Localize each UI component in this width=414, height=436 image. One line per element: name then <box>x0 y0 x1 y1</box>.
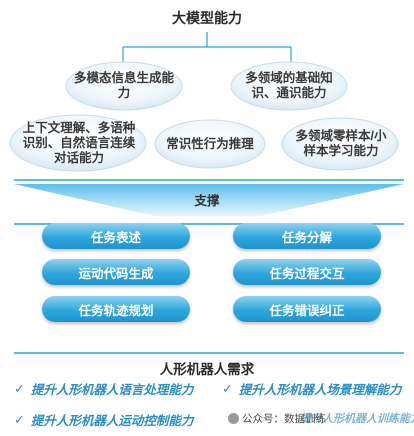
capability-general-knowledge: 多领域的基础知识、通识能力 <box>236 68 342 104</box>
need-scene: ✓ 提升人形机器人场景理解能力 <box>222 379 401 398</box>
check-icon: ✓ <box>14 380 25 396</box>
bottom-title: 人形机器人需求 <box>159 362 255 377</box>
need-text: 提升人形机器人运动控制能力 <box>30 414 194 428</box>
capability-label: 上下文理解、多语种识别、自然语言连续对话能力 <box>22 120 136 165</box>
need-text: 提升人形机器人训练能力 <box>300 413 414 425</box>
need-text: 提升人形机器人语言处理能力 <box>30 383 194 397</box>
task-left-1: 任务表述 <box>42 223 190 249</box>
need-text: 提升人形机器人场景理解能力 <box>238 383 402 397</box>
capability-ellipses <box>9 61 399 172</box>
need-motion: ✓ 提升人形机器人运动控制能力 <box>14 410 193 429</box>
need-training: 提升人形机器人训练能力 <box>300 410 414 426</box>
watermark: 公众号：数据训练 <box>228 411 326 426</box>
task-right-2: 任务过程交互 <box>233 259 381 285</box>
need-language: ✓ 提升人形机器人语言处理能力 <box>14 379 193 398</box>
task-right-3: 任务错误纠正 <box>233 296 381 322</box>
capability-few-shot: 多领域零样本/小样本学习能力 <box>290 124 392 164</box>
capability-label: 常识性行为推理 <box>166 136 254 151</box>
capability-label: 多领域零样本/小样本学习能力 <box>295 129 387 158</box>
capability-context-dialogue: 上下文理解、多语种识别、自然语言连续对话能力 <box>18 118 140 168</box>
task-left-2: 运动代码生成 <box>42 259 190 285</box>
top-title: 大模型能力 <box>172 10 242 26</box>
connector-lines <box>122 32 292 62</box>
capability-commonsense: 常识性行为推理 <box>160 134 260 154</box>
wechat-icon <box>228 413 239 424</box>
check-icon: ✓ <box>222 380 233 396</box>
task-right-1: 任务分解 <box>233 223 381 249</box>
capability-multimodal: 多模态信息生成能力 <box>74 68 174 104</box>
task-left-3: 任务轨迹规划 <box>42 296 190 322</box>
capability-label: 多模态信息生成能力 <box>74 71 175 100</box>
check-icon: ✓ <box>14 411 25 427</box>
support-label: 支撑 <box>194 194 220 208</box>
watermark-text: 公众号：数据训练 <box>242 413 326 425</box>
capability-label: 多领域的基础知识、通识能力 <box>245 71 333 100</box>
